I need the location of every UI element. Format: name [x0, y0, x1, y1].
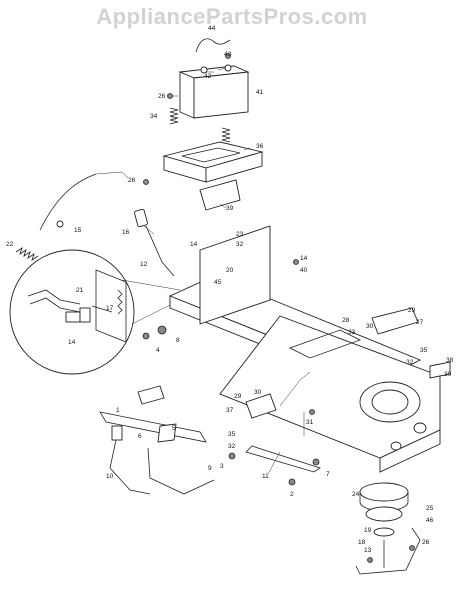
label-22: 22 — [6, 241, 14, 248]
label-26-top: 26 — [158, 93, 166, 100]
label-25: 25 — [426, 505, 434, 512]
label-31: 31 — [306, 419, 314, 426]
label-30-c: 30 — [254, 389, 262, 396]
label-2: 2 — [290, 491, 294, 498]
lift-lever — [134, 208, 175, 277]
pulley — [359, 482, 409, 568]
label-14-b: 14 — [300, 255, 308, 262]
label-45: 45 — [214, 279, 222, 286]
watermark-text: AppliancePartsPros.com — [96, 4, 368, 29]
bracket-30-left — [245, 393, 277, 419]
label-33: 33 — [348, 329, 356, 336]
label-30-b: 30 — [444, 371, 452, 378]
bracket-38 — [429, 361, 451, 379]
label-42: 42 — [204, 73, 212, 80]
label-4: 4 — [156, 347, 160, 354]
label-10: 10 — [106, 473, 114, 480]
label-29-b: 29 — [234, 393, 242, 400]
label-21: 21 — [76, 287, 84, 294]
battery — [178, 64, 250, 119]
rod-25 — [355, 527, 421, 575]
battery-cable — [195, 38, 231, 53]
label-1: 1 — [116, 407, 120, 414]
label-26-mid: 26 — [128, 177, 136, 184]
label-32-c: 32 — [228, 443, 236, 450]
label-7: 7 — [326, 471, 330, 478]
label-41: 41 — [256, 89, 264, 96]
label-14-a: 14 — [190, 241, 198, 248]
label-38: 38 — [446, 357, 454, 364]
label-43: 43 — [224, 51, 232, 58]
label-5: 5 — [172, 425, 176, 432]
label-32-a: 32 — [236, 241, 244, 248]
label-29-a: 29 — [408, 307, 416, 314]
bracket-27 — [371, 307, 419, 335]
label-18: 18 — [358, 539, 366, 546]
label-40: 40 — [300, 267, 308, 274]
main-frame — [168, 225, 441, 473]
label-30-a: 30 — [366, 323, 374, 330]
label-20: 20 — [226, 267, 234, 274]
label-24: 24 — [352, 491, 360, 498]
label-12: 12 — [140, 261, 148, 268]
label-37: 37 — [226, 407, 234, 414]
label-36: 36 — [256, 143, 264, 150]
tray-bracket — [199, 179, 241, 211]
label-32-b: 32 — [406, 359, 414, 366]
label-17: 17 — [106, 305, 114, 312]
label-13: 13 — [364, 547, 372, 554]
pedal-assembly — [99, 385, 215, 495]
label-6: 6 — [138, 433, 142, 440]
label-3: 3 — [220, 463, 224, 470]
battery-tray — [162, 141, 264, 183]
label-8: 8 — [176, 337, 180, 344]
label-46: 46 — [426, 517, 434, 524]
spring-cable — [15, 247, 39, 261]
detail-inset — [9, 249, 135, 375]
label-39: 39 — [226, 205, 234, 212]
rod-11 — [245, 445, 321, 473]
label-19: 19 — [364, 527, 372, 534]
cable-15 — [39, 173, 97, 231]
label-28: 28 — [342, 317, 350, 324]
label-16: 16 — [122, 229, 130, 236]
label-15: 15 — [74, 227, 82, 234]
label-26-bottom: 26 — [422, 539, 430, 546]
label-9: 9 — [208, 465, 212, 472]
label-11: 11 — [262, 473, 269, 480]
label-35-a: 35 — [420, 347, 428, 354]
label-14-c: 14 — [68, 339, 76, 346]
label-34: 34 — [150, 113, 158, 120]
label-23: 23 — [236, 231, 244, 238]
label-35-b: 35 — [228, 431, 236, 438]
label-27: 27 — [416, 319, 424, 326]
label-44: 44 — [208, 25, 216, 32]
